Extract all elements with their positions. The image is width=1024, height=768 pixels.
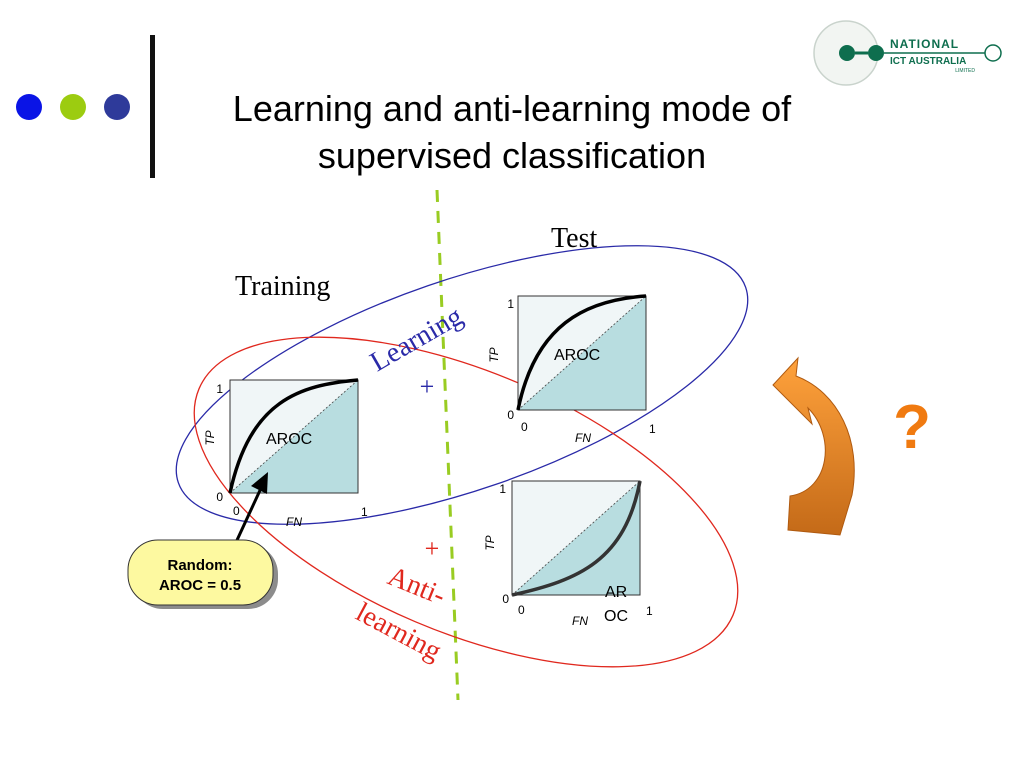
logo-text-national: NATIONAL: [890, 37, 959, 51]
test-learning-aroc-label: AROC: [554, 347, 600, 364]
training-aroc-label: AROC: [266, 431, 312, 448]
bullet-dot-green: [60, 94, 86, 120]
train-test-divider: [435, 189, 460, 701]
training-diagonal: [229, 379, 359, 494]
title-divider-bar: [150, 35, 155, 178]
learning-plus-sign: +: [420, 372, 435, 401]
question-mark: ?: [893, 393, 931, 462]
random-callout-line2: AROC = 0.5: [159, 577, 241, 594]
logo-text-limited: LIMITED: [955, 68, 975, 74]
logo-text-ict-australia: ICT AUSTRALIA: [890, 56, 966, 67]
anti-learning-ellipse: [193, 336, 739, 668]
slide-title-line2: supervised classification: [318, 135, 706, 176]
test-anti-y1-tick: 1: [499, 482, 506, 496]
training-roc-plot: 1 0 0 1 TP FN AROC: [203, 378, 368, 529]
test-anti-x1-tick: 1: [646, 604, 653, 618]
training-x0-tick: 0: [233, 504, 240, 518]
test-learning-y0-tick: 0: [507, 408, 514, 422]
random-callout-box: [127, 539, 274, 606]
training-x-axis-label: FN: [286, 515, 302, 529]
test-anti-aroc-label-line1: AR: [605, 584, 627, 601]
test-learning-x0-tick: 0: [521, 420, 528, 434]
test-anti-aroc-label-line2: OC: [604, 608, 628, 625]
training-y-axis-label: TP: [203, 430, 217, 445]
test-anti-x0-tick: 0: [518, 603, 525, 617]
nicta-logo: NATIONAL ICT AUSTRALIA LIMITED: [813, 20, 1002, 86]
random-callout-line1: Random:: [168, 557, 233, 574]
random-callout-arrowhead: [251, 472, 268, 494]
test-label: Test: [551, 223, 597, 254]
learning-ellipse: [175, 245, 749, 525]
anti-learning-label-line1: Anti-: [383, 561, 449, 612]
training-x1-tick: 1: [361, 505, 368, 519]
test-learning-diagonal: [517, 295, 647, 411]
bullet-dot-blue: [16, 94, 42, 120]
slide-title-line1: Learning and anti-learning mode of: [233, 88, 792, 129]
test-anti-y0-tick: 0: [502, 592, 509, 606]
test-learning-roc-plot: 1 0 0 1 TP FN AROC: [487, 294, 656, 445]
test-learning-y1-tick: 1: [507, 297, 514, 311]
test-learning-roc-curve: [516, 294, 647, 411]
test-anti-y-axis-label: TP: [483, 535, 497, 550]
learning-mode-label: Learning: [365, 301, 468, 378]
curved-return-arrow-icon: [772, 356, 855, 536]
test-learning-x-axis-label: FN: [575, 431, 591, 445]
test-anti-x-axis-label: FN: [572, 614, 588, 628]
test-anti-roc-curve: [511, 480, 642, 597]
training-y0-tick: 0: [216, 490, 223, 504]
test-learning-x1-tick: 1: [649, 422, 656, 436]
test-learning-y-axis-label: TP: [487, 347, 501, 362]
test-anti-diagonal: [511, 480, 641, 596]
bullet-dot-navy: [104, 94, 130, 120]
anti-learning-plus-sign: +: [425, 534, 440, 563]
training-y1-tick: 1: [216, 382, 223, 396]
training-label: Training: [235, 271, 330, 302]
training-roc-curve: [228, 378, 359, 494]
test-anti-roc-plot: 1 0 0 1 TP FN AR OC: [483, 480, 653, 628]
